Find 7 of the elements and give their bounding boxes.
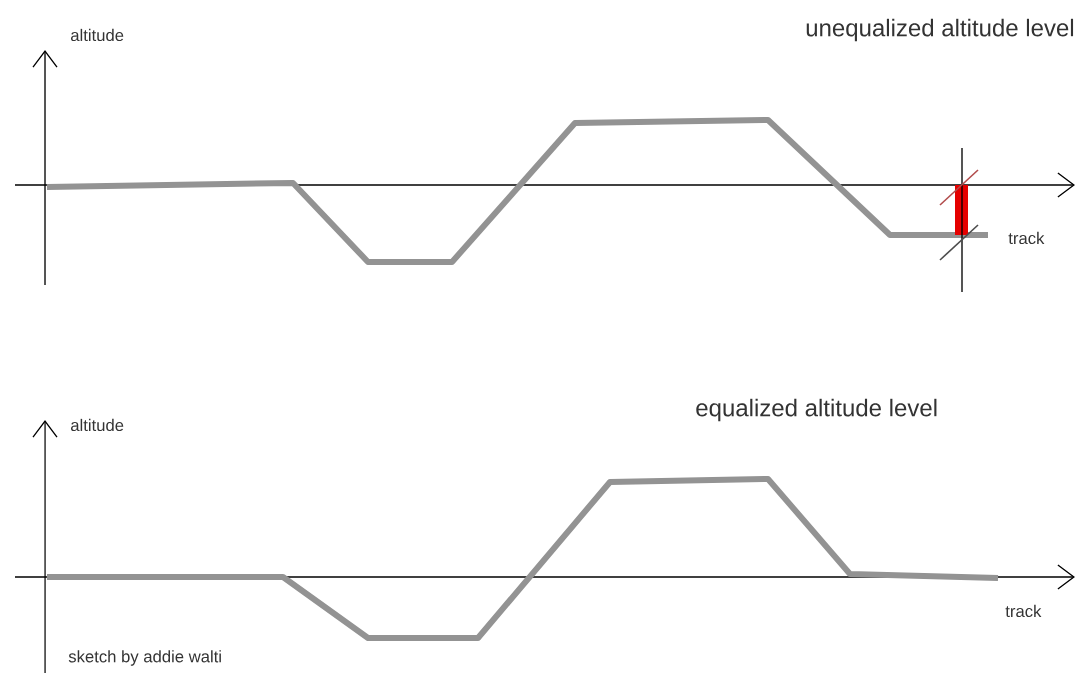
axis-label: equalized altitude level — [696, 398, 937, 422]
axis-label: track — [1008, 231, 1045, 245]
axis-label: altitude — [71, 28, 124, 42]
axis-label: track — [1005, 604, 1042, 618]
axis-label: sketch by addie walti — [68, 650, 221, 666]
axis-label: altitude — [71, 418, 124, 432]
axis-label: unequalized altitude level — [806, 18, 1074, 42]
